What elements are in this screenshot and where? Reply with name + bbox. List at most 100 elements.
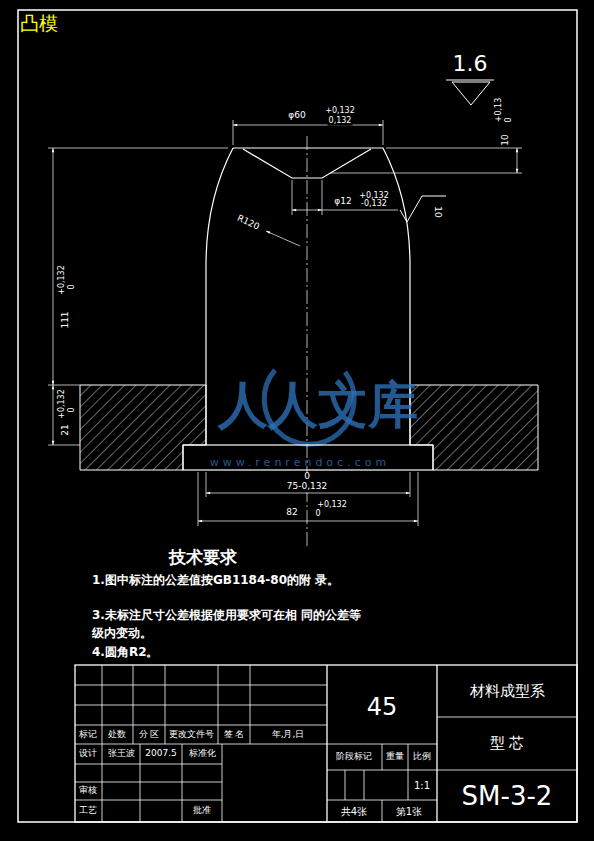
dimension-lines (517, 148, 518, 173)
dimension: φ12 (333, 197, 352, 207)
table-cell: 年,月,日 (272, 730, 305, 740)
table-cell: 处数 (108, 730, 126, 740)
roughness-symbol (400, 196, 446, 222)
material: 45 (367, 694, 398, 720)
die-holder (80, 385, 206, 470)
title-block (133, 665, 134, 744)
title-block (75, 744, 437, 745)
watermark: 人人文库 (218, 378, 418, 433)
title-block (102, 665, 103, 822)
tolerance: 0 (303, 472, 311, 482)
tolerance: -0,132 (360, 200, 388, 209)
table-cell: 比例 (413, 752, 431, 762)
title-block (218, 665, 219, 744)
note: 1.图中标注的公差值按GB1184-80的附 录。 (92, 571, 367, 589)
table-cell: 第1张 (396, 806, 422, 817)
dimension-lines (266, 231, 300, 246)
table-cell: 重量 (386, 752, 404, 762)
radius-label: R120 (234, 213, 261, 233)
dimension-lines (386, 148, 522, 149)
table-cell: 1:1 (414, 780, 430, 791)
tolerance: +0,132 (58, 264, 67, 296)
dimension-lines (48, 148, 228, 149)
dimension-lines (53, 148, 54, 385)
tolerance: +0,132 (58, 388, 67, 420)
roughness-value: 1.6 (453, 52, 488, 76)
table-cell: 批准 (193, 806, 211, 816)
roughness-symbol (452, 82, 490, 105)
title-block (436, 665, 437, 822)
die-holder (410, 385, 538, 470)
title-block (140, 744, 141, 822)
dimension-lines (48, 120, 522, 526)
table-cell: 设计 (79, 749, 97, 759)
note: 3.未标注尺寸公差根据使用要求可在相 同的公差等级内变动。 (92, 606, 367, 642)
tolerance: +0,132 (316, 501, 348, 510)
dimension: φ60 (287, 111, 306, 121)
table-cell: 2007.5 (145, 749, 177, 759)
dimension: 21 (61, 423, 71, 436)
table-cell: 张王波 (108, 749, 135, 759)
watermark: www.renrendoc.com (210, 457, 390, 469)
title-block (75, 725, 327, 726)
dimension: 82 (285, 508, 298, 518)
note: 4.圆角R2。 (92, 643, 367, 661)
tolerance: 0,132 (328, 117, 353, 126)
dimension: 111 (61, 310, 71, 329)
dimension: 10 (501, 133, 511, 146)
tolerance: +0,13 (495, 97, 504, 124)
title-block (75, 665, 577, 822)
border-frame (18, 10, 577, 822)
dimension-lines (418, 472, 419, 526)
dimension-lines (198, 472, 199, 526)
title-block (75, 782, 222, 783)
title-block (437, 717, 577, 718)
table-cell: 审核 (79, 786, 97, 796)
title-cell: 材料成型系 (470, 683, 545, 700)
title-block (382, 744, 383, 770)
roughness-symbol (400, 80, 494, 222)
title-block (326, 665, 327, 822)
dimension-lines (383, 120, 384, 145)
title-block (408, 744, 409, 800)
tolerance: +0,132 (324, 107, 356, 116)
punch-outline (183, 445, 433, 470)
table-cell: 阶段标记 (336, 752, 372, 762)
title-block (165, 665, 166, 744)
roughness-symbol (446, 80, 494, 81)
border-frame (18, 10, 577, 822)
dimension-lines (53, 385, 54, 445)
tolerance: 0 (314, 510, 321, 519)
tolerance: 0 (68, 406, 77, 413)
title-block (222, 744, 223, 822)
punch-outline (183, 148, 433, 470)
title-block (75, 764, 222, 765)
title-block (75, 665, 577, 822)
drawing-title: 凸模 (20, 13, 58, 34)
title-block (364, 770, 365, 800)
title-block (250, 665, 251, 744)
dimension-lines (233, 120, 234, 145)
title-block (345, 770, 346, 800)
drawing-number: SM-3-2 (462, 782, 553, 811)
table-cell: 标记 (79, 730, 97, 740)
dimension-lines (198, 521, 418, 522)
dimension-lines (330, 173, 522, 174)
dimension-lines (233, 125, 383, 126)
table-cell: 共4张 (341, 806, 367, 817)
table-cell: 分 区 (139, 730, 160, 740)
table-cell: 标准化 (189, 749, 216, 759)
dimension-lines (322, 210, 398, 211)
roughness-value: 10 (432, 205, 442, 218)
title-block (75, 705, 327, 706)
title-block (75, 800, 222, 801)
tolerance: 0 (505, 116, 514, 123)
title-block (75, 685, 327, 686)
dimension-lines (292, 210, 322, 211)
table-cell: 工艺 (79, 806, 97, 816)
dimension-lines (206, 493, 410, 494)
table-cell: 签 名 (224, 730, 245, 740)
title-block (437, 770, 577, 771)
tolerance: 0 (68, 283, 77, 290)
title-cell: 型 芯 (490, 735, 525, 752)
